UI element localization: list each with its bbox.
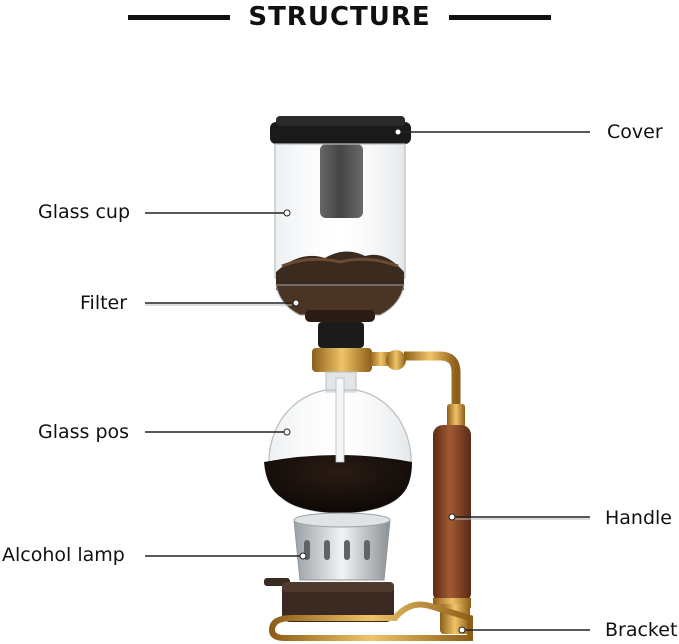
label-bracket: Bracket — [605, 619, 678, 641]
label-cover: Cover — [607, 121, 663, 143]
filter-part — [275, 284, 405, 348]
alcohol-lamp-part — [264, 512, 394, 622]
brass-clamp — [312, 348, 465, 428]
label-filter: Filter — [80, 292, 128, 314]
label-handle: Handle — [605, 507, 673, 529]
label-glass-cup: Glass cup — [38, 201, 131, 223]
page-title: STRUCTURE — [248, 2, 431, 32]
label-glass-pos: Glass pos — [38, 421, 130, 443]
bracket-part — [268, 601, 473, 641]
title-dash-left — [128, 14, 231, 20]
title-dash-right — [448, 14, 551, 20]
label-alcohol-lamp: Alcohol lamp — [2, 544, 125, 566]
title-bar: STRUCTURE — [0, 0, 679, 34]
leader-lines — [145, 128, 590, 634]
glass-pot-part — [264, 371, 412, 514]
glass-cup-part — [274, 143, 406, 290]
